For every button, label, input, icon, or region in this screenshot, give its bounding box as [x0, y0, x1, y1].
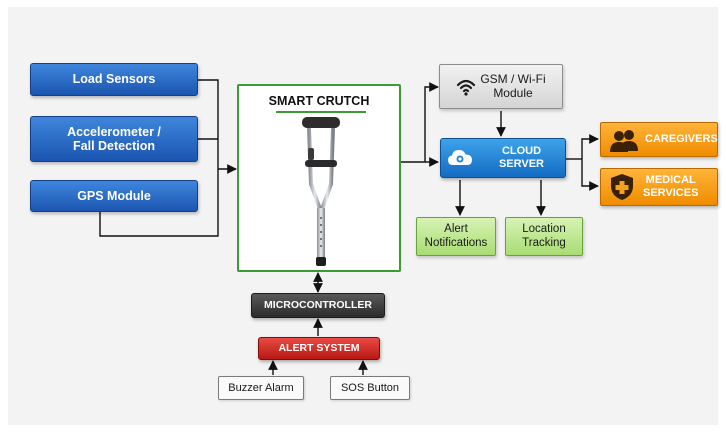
- microcontroller-box: MICROCONTROLLER: [251, 293, 385, 318]
- medical-services-label-line1: MEDICAL: [645, 174, 696, 187]
- smart-crutch-title-underline: [276, 111, 366, 113]
- cloud-icon: [448, 150, 472, 165]
- location-tracking-line2: Tracking: [522, 236, 566, 249]
- wifi-icon: [457, 79, 476, 96]
- line-gps: [99, 169, 219, 237]
- buzzer-alarm-label: Buzzer Alarm: [228, 381, 294, 394]
- location-tracking-box: Location Tracking: [505, 217, 583, 256]
- arrow-to-caregivers: [581, 134, 599, 159]
- gps-module-box: GPS Module: [30, 180, 198, 212]
- gsm-wifi-label-line2: Module: [493, 85, 533, 100]
- caregivers-label: CAREGIVERS: [645, 133, 718, 146]
- accelerometer-box: Accelerometer / Fall Detection: [30, 116, 198, 162]
- alert-system-label: ALERT SYSTEM: [278, 342, 360, 355]
- gps-module-label: GPS Module: [77, 188, 151, 203]
- arrow-crutch-to-gsm: [401, 82, 439, 163]
- alert-notifications-label: Alert Notifications: [425, 223, 488, 249]
- arrow-to-medical: [581, 159, 599, 191]
- sos-button-label: SOS Button: [340, 381, 400, 394]
- buzzer-alarm-box: Buzzer Alarm: [218, 376, 304, 400]
- caregivers-box: CAREGIVERS: [600, 122, 718, 157]
- microcontroller-label: MICROCONTROLLER: [264, 299, 372, 312]
- accelerometer-label: Accelerometer / Fall Detection: [67, 125, 161, 154]
- location-tracking-line1: Location: [522, 223, 566, 236]
- smart-crutch-title: SMART CRUTCH: [268, 94, 370, 108]
- alert-notifications-box: Alert Notifications: [416, 217, 496, 256]
- load-sensors-box: Load Sensors: [30, 63, 198, 96]
- accelerometer-label-line1: Accelerometer /: [67, 124, 161, 139]
- crutch-illustration: [302, 117, 340, 266]
- alert-system-box: ALERT SYSTEM: [258, 337, 380, 360]
- cloud-server-box: CLOUD SERVER: [440, 138, 566, 178]
- accelerometer-label-line2: Fall Detection: [73, 139, 155, 153]
- gsm-wifi-label-line1: GSM / Wi-Fi: [480, 71, 546, 86]
- sos-button-box: SOS Button: [330, 376, 410, 400]
- gsm-wifi-label: GSM / Wi-Fi Module: [480, 71, 546, 101]
- gsm-wifi-module-box: GSM / Wi-Fi Module: [439, 64, 563, 109]
- location-tracking-label: Location Tracking: [522, 223, 566, 249]
- cloud-server-label: CLOUD SERVER: [498, 145, 545, 170]
- alert-notifications-line2: Notifications: [424, 236, 488, 249]
- line-load-sensors: [198, 79, 219, 169]
- smart-crutch-panel: SMART CRUTCH: [237, 84, 401, 272]
- medical-services-label: MEDICAL SERVICES: [643, 174, 698, 199]
- people-icon: [610, 129, 638, 152]
- alert-notifications-line1: Alert: [444, 223, 468, 236]
- load-sensors-label: Load Sensors: [72, 72, 156, 87]
- medical-services-label-line2: SERVICES: [643, 187, 699, 199]
- medical-cross-shield-icon: [611, 174, 633, 200]
- medical-services-box: MEDICAL SERVICES: [600, 168, 718, 206]
